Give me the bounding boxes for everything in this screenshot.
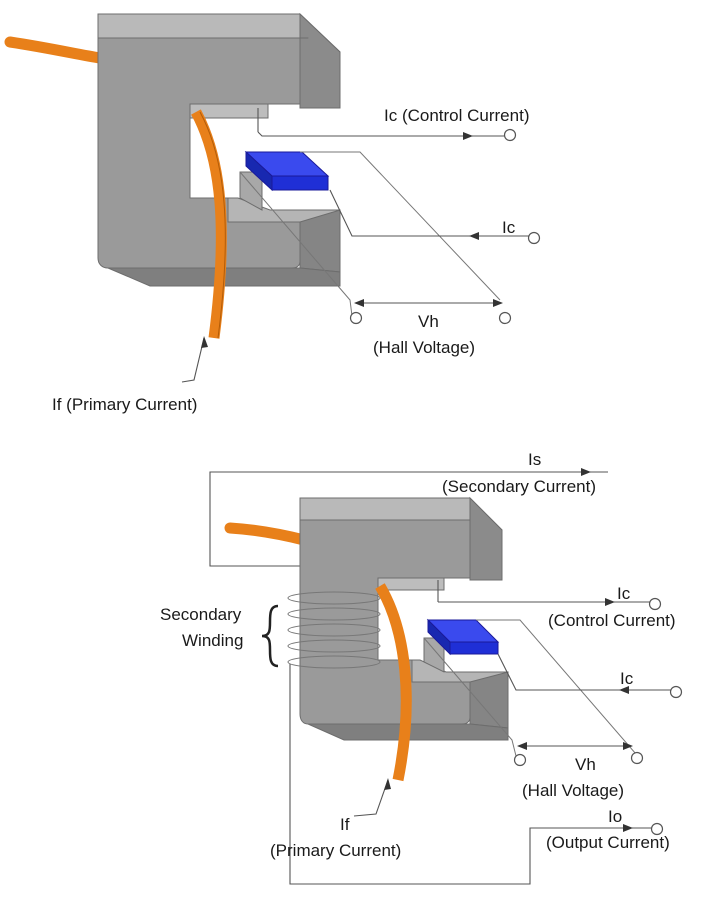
bottom-hall-voltage-symbol: Vh bbox=[575, 755, 596, 774]
top-hall-voltage-desc: (Hall Voltage) bbox=[373, 338, 475, 357]
top-control-current-return-label: Ic bbox=[502, 218, 516, 237]
top-primary-current-label: If (Primary Current) bbox=[52, 395, 197, 414]
bottom-hall-voltage-desc: (Hall Voltage) bbox=[522, 781, 624, 800]
bottom-control-current-return: Ic bbox=[620, 669, 634, 688]
primary-conductor-rear bbox=[4, 36, 106, 64]
output-current-symbol: Io bbox=[608, 807, 622, 826]
output-current-desc: (Output Current) bbox=[546, 833, 670, 852]
primary-conductor-rear-2 bbox=[224, 522, 310, 546]
top-control-current-label: Ic (Control Current) bbox=[384, 106, 529, 125]
secondary-winding-line2: Winding bbox=[182, 631, 243, 650]
top-wiring bbox=[181, 108, 541, 383]
bottom-primary-current-desc: (Primary Current) bbox=[270, 841, 401, 860]
secondary-current-loop bbox=[209, 471, 608, 567]
secondary-current-symbol: Is bbox=[528, 450, 541, 469]
hall-sensor-2 bbox=[426, 618, 500, 656]
top-figure: Ic (Control Current) Ic Vh (Hall Voltage… bbox=[4, 12, 541, 414]
secondary-current-desc: (Secondary Current) bbox=[442, 477, 596, 496]
primary-conductor-front-2 bbox=[375, 583, 412, 782]
bottom-control-current-desc: (Control Current) bbox=[548, 611, 676, 630]
top-hall-voltage-symbol: Vh bbox=[418, 312, 439, 331]
bottom-control-current-symbol: Ic bbox=[617, 584, 631, 603]
bottom-wiring bbox=[289, 580, 683, 885]
secondary-winding bbox=[287, 591, 381, 669]
hall-sensor bbox=[244, 150, 330, 192]
bottom-primary-current-symbol: If bbox=[340, 815, 350, 834]
bottom-figure: Is (Secondary Current) Ic (Control Curre… bbox=[160, 450, 683, 885]
secondary-winding-line1: Secondary bbox=[160, 605, 242, 624]
winding-brace bbox=[261, 604, 279, 668]
primary-conductor-front bbox=[191, 109, 227, 339]
